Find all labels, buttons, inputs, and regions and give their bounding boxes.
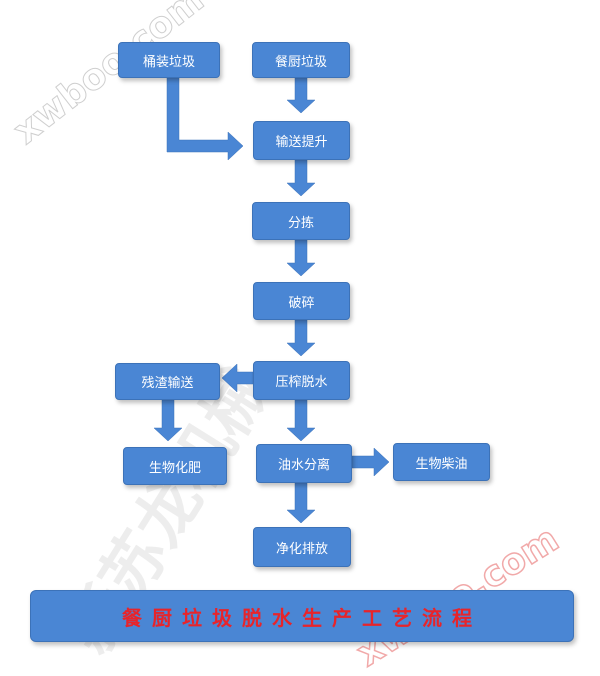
node-residue-transport: 残渣输送 [115,363,220,400]
node-kitchen-garbage: 餐厨垃圾 [252,42,350,78]
arrow-separation-to-purify [286,482,316,524]
node-conveyor-lift: 输送提升 [253,121,350,160]
node-purify-discharge: 净化排放 [253,527,351,567]
title-banner: 餐厨垃圾脱水生产工艺流程 [30,590,574,642]
arrow-kitchen-to-conveyor [286,77,316,114]
node-bio-fertilizer: 生物化肥 [123,447,227,485]
arrow-separation-to-biodiesel [351,447,390,477]
diagram-title: 餐厨垃圾脱水生产工艺流程 [122,605,482,630]
node-sorting: 分拣 [252,202,350,240]
arrow-barrel-to-conveyor [166,77,244,161]
node-oil-water-separation: 油水分离 [256,444,352,483]
node-press-dewater: 压榨脱水 [253,361,350,400]
arrow-conveyor-to-sorting [286,159,316,197]
arrow-residue-to-fertilizer [153,399,183,442]
node-barrel-garbage: 桶装垃圾 [118,42,220,78]
arrow-sorting-to-crushing [286,239,316,277]
node-crushing: 破碎 [253,282,350,320]
arrow-crushing-to-press [286,319,316,357]
node-biodiesel: 生物柴油 [393,443,490,481]
arrow-press-to-residue [221,363,254,393]
arrow-press-to-separation [286,399,316,442]
